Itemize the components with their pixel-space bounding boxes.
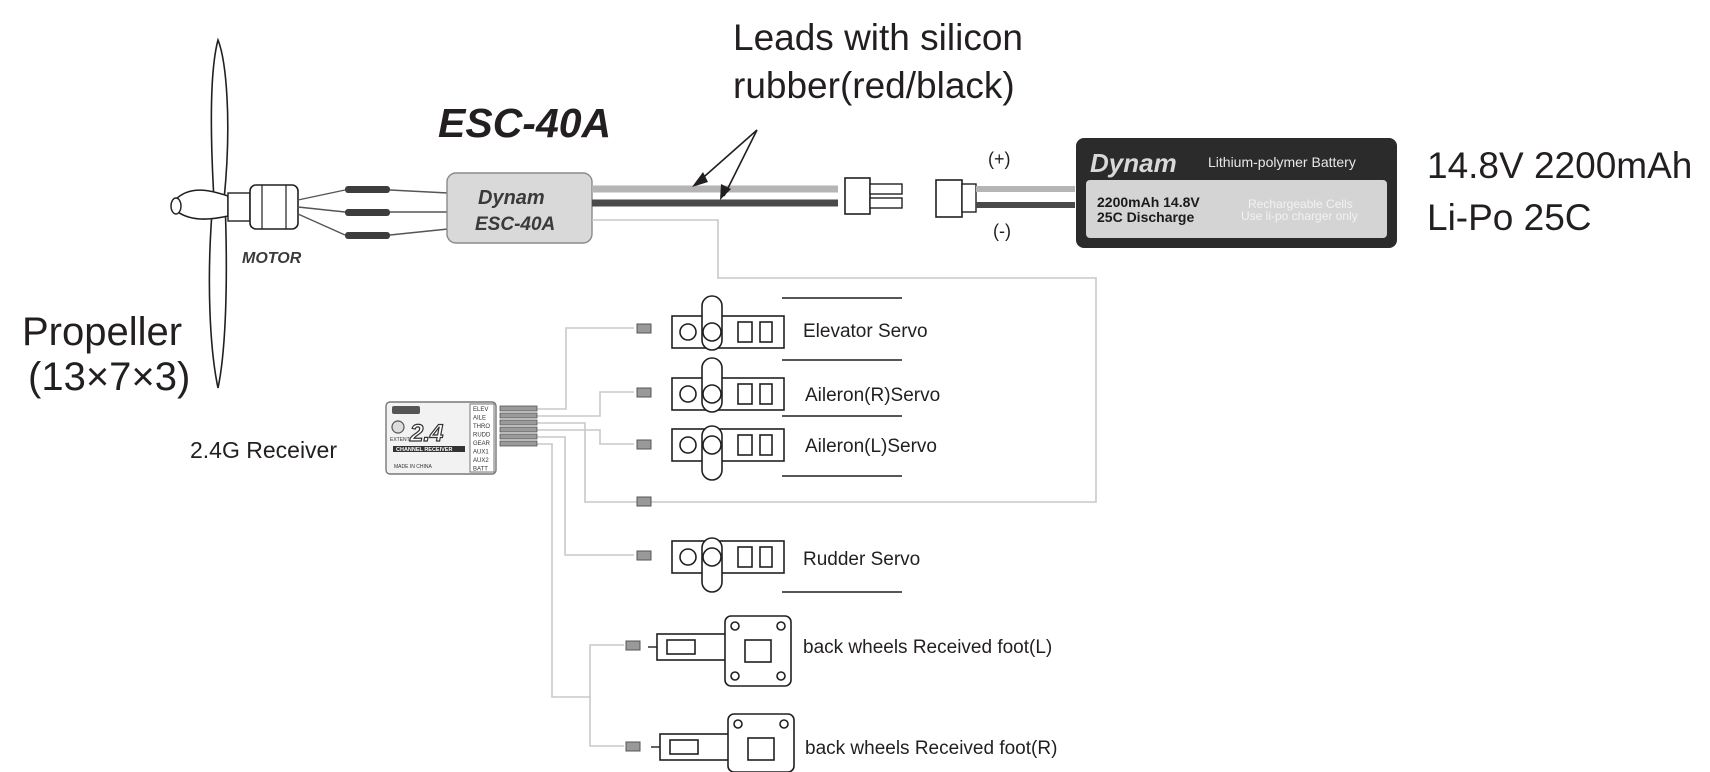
servo-label-aileron-l: Aileron(L)Servo: [805, 436, 937, 457]
channel-thro: THRO: [473, 424, 490, 430]
battery-spec-line1: 2200mAh 14.8V: [1097, 194, 1200, 210]
receiver-model: 2.4: [409, 420, 443, 447]
channel-aile: AILE: [473, 416, 486, 422]
signal-wiring: [536, 219, 1097, 747]
motor-label: MOTOR: [242, 250, 302, 267]
wheel-label-right: back wheels Received foot(R): [805, 738, 1057, 759]
channel-aux2: AUX2: [473, 458, 489, 464]
receiver-unit: EXTENT 2.4 CHANNEL RECEIVER MADE IN CHIN…: [385, 401, 538, 475]
propeller-spec: (13×7×3): [28, 355, 190, 399]
servo-label-aileron-r: Aileron(R)Servo: [805, 385, 940, 406]
battery-spec-right-line2: Li-Po 25C: [1427, 197, 1592, 238]
male-connector-icon: [844, 177, 903, 215]
servo-icon-rudder: [671, 537, 902, 593]
channel-batt: BATT: [473, 467, 488, 473]
receiver-channel-labels: ELEV AILE THRO RUDD GEAR AUX1 AUX2 BATT: [473, 407, 491, 473]
receiver-caption: CHANNEL RECEIVER: [396, 447, 452, 453]
esc-brand: Dynam: [478, 187, 545, 209]
battery-note-line1: Rechargeable Cells: [1248, 197, 1353, 211]
receiver-pins: [499, 405, 538, 447]
leads-label-line1: Leads with silicon: [733, 17, 1023, 58]
leads-arrows: [692, 129, 758, 200]
receiver-made: MADE IN CHINA: [394, 464, 432, 470]
receiver-bind-label: EXTENT: [390, 437, 410, 443]
channel-gear: GEAR: [473, 441, 491, 447]
receiver-label: 2.4G Receiver: [190, 437, 337, 463]
battery-type: Lithium-polymer Battery: [1208, 154, 1356, 170]
polarity-minus: (-): [993, 221, 1011, 241]
channel-aux1: AUX1: [473, 450, 489, 456]
leads-label-line2: rubber(red/black): [733, 65, 1015, 106]
servo-plugs: [625, 323, 652, 752]
servo-icon-aileron-l: [671, 425, 902, 481]
esc-unit: Dynam ESC-40A: [446, 172, 593, 244]
battery-note-line2: Use li-po charger only: [1241, 209, 1358, 223]
esc-model: ESC-40A: [475, 214, 555, 235]
retract-icon-left: [648, 615, 792, 687]
channel-rudd: RUDD: [473, 433, 491, 439]
polarity-plus: (+): [988, 149, 1011, 169]
channel-elev: ELEV: [473, 407, 488, 413]
propeller-icon: [170, 37, 229, 389]
battery-spec-right-line1: 14.8V 2200mAh: [1427, 145, 1692, 186]
esc-title: ESC-40A: [438, 100, 611, 146]
wheel-label-left: back wheels Received foot(L): [803, 637, 1052, 658]
servo-icon-elevator: [671, 295, 902, 361]
servo-icon-aileron-r: [671, 357, 902, 417]
battery-pack: Dynam Lithium-polymer Battery 2200mAh 14…: [1076, 138, 1397, 248]
battery-spec-line2: 25C Discharge: [1097, 209, 1194, 225]
servo-label-elevator: Elevator Servo: [803, 321, 928, 342]
female-connector-icon: [935, 179, 1075, 218]
battery-brand: Dynam: [1090, 148, 1177, 178]
motor-icon: [227, 184, 299, 230]
servo-label-rudder: Rudder Servo: [803, 549, 920, 570]
retract-icon-right: [651, 713, 795, 772]
propeller-label: Propeller: [22, 310, 182, 354]
battery-leads: [592, 185, 838, 207]
motor-wires: [297, 186, 449, 239]
